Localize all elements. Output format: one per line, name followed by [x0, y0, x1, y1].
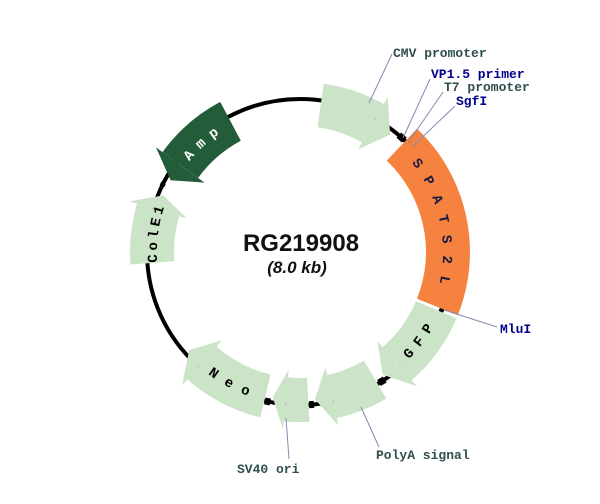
tick-cole1-amp: [159, 181, 166, 188]
feature-band-cmv-promoter: [317, 83, 384, 143]
tick-sv40-neo: [263, 397, 271, 406]
tick-mlui-junction: [438, 308, 445, 313]
feature-label-letter: T: [434, 213, 451, 225]
leader-line-sgfi: [411, 105, 456, 148]
feature-band-cole1: [130, 203, 180, 265]
feature-band-spats2l: [386, 128, 470, 316]
callout-label-sgfi: SgfI: [456, 94, 487, 109]
leader-line-polya-signal: [360, 406, 380, 448]
feature-band-amp: [162, 101, 241, 178]
callout-label-sv40-ori: SV40 ori: [237, 462, 300, 477]
feature-arrowhead-amp: [156, 147, 205, 183]
feature-arrowhead-cmv-promoter: [358, 97, 391, 150]
callout-label-mlui: MluI: [500, 322, 531, 337]
callout-label-cmv-promoter: CMV promoter: [393, 46, 487, 61]
feature-arrowhead-polya-signal: [315, 367, 339, 426]
leader-line-mlui: [443, 309, 498, 328]
leader-line-vp1-5-primer: [402, 78, 431, 139]
leader-line-sv40-ori: [285, 417, 290, 460]
feature-label-letter: E: [148, 217, 165, 229]
feature-arrowhead-gfp: [377, 341, 417, 387]
callout-label-vp1-5-primer: VP1.5 primer: [431, 67, 525, 82]
feature-band-polya-signal: [327, 360, 387, 418]
leader-line-cmv-promoter: [368, 53, 393, 104]
callout-label-t7-promoter: T7 promoter: [444, 80, 530, 95]
feature-label-letter: C: [146, 253, 162, 263]
feature-arrowhead-neo: [182, 340, 222, 386]
feature-band-gfp: [382, 301, 457, 381]
feature-label-letter: L: [435, 274, 452, 285]
feature-arrowhead-sv40-ori: [272, 369, 289, 430]
feature-arrowhead-cole1: [129, 195, 187, 219]
feature-label-letter: l: [147, 229, 164, 239]
feature-label-letter: S: [437, 234, 454, 244]
plasmid-title: RG219908: [243, 230, 359, 257]
callout-label-polya-signal: PolyA signal: [376, 448, 470, 463]
leader-line-t7-promoter: [407, 91, 444, 144]
plasmid-size: (8.0 kb): [267, 258, 327, 277]
tick-gfp-polya: [377, 376, 387, 386]
feature-band-sv40-ori: [283, 377, 310, 422]
feature-band-neo: [187, 346, 271, 418]
feature-label-letter: o: [146, 242, 162, 251]
tick-cmv-spats2l: [396, 132, 407, 143]
feature-label-letter: 2: [438, 255, 454, 264]
